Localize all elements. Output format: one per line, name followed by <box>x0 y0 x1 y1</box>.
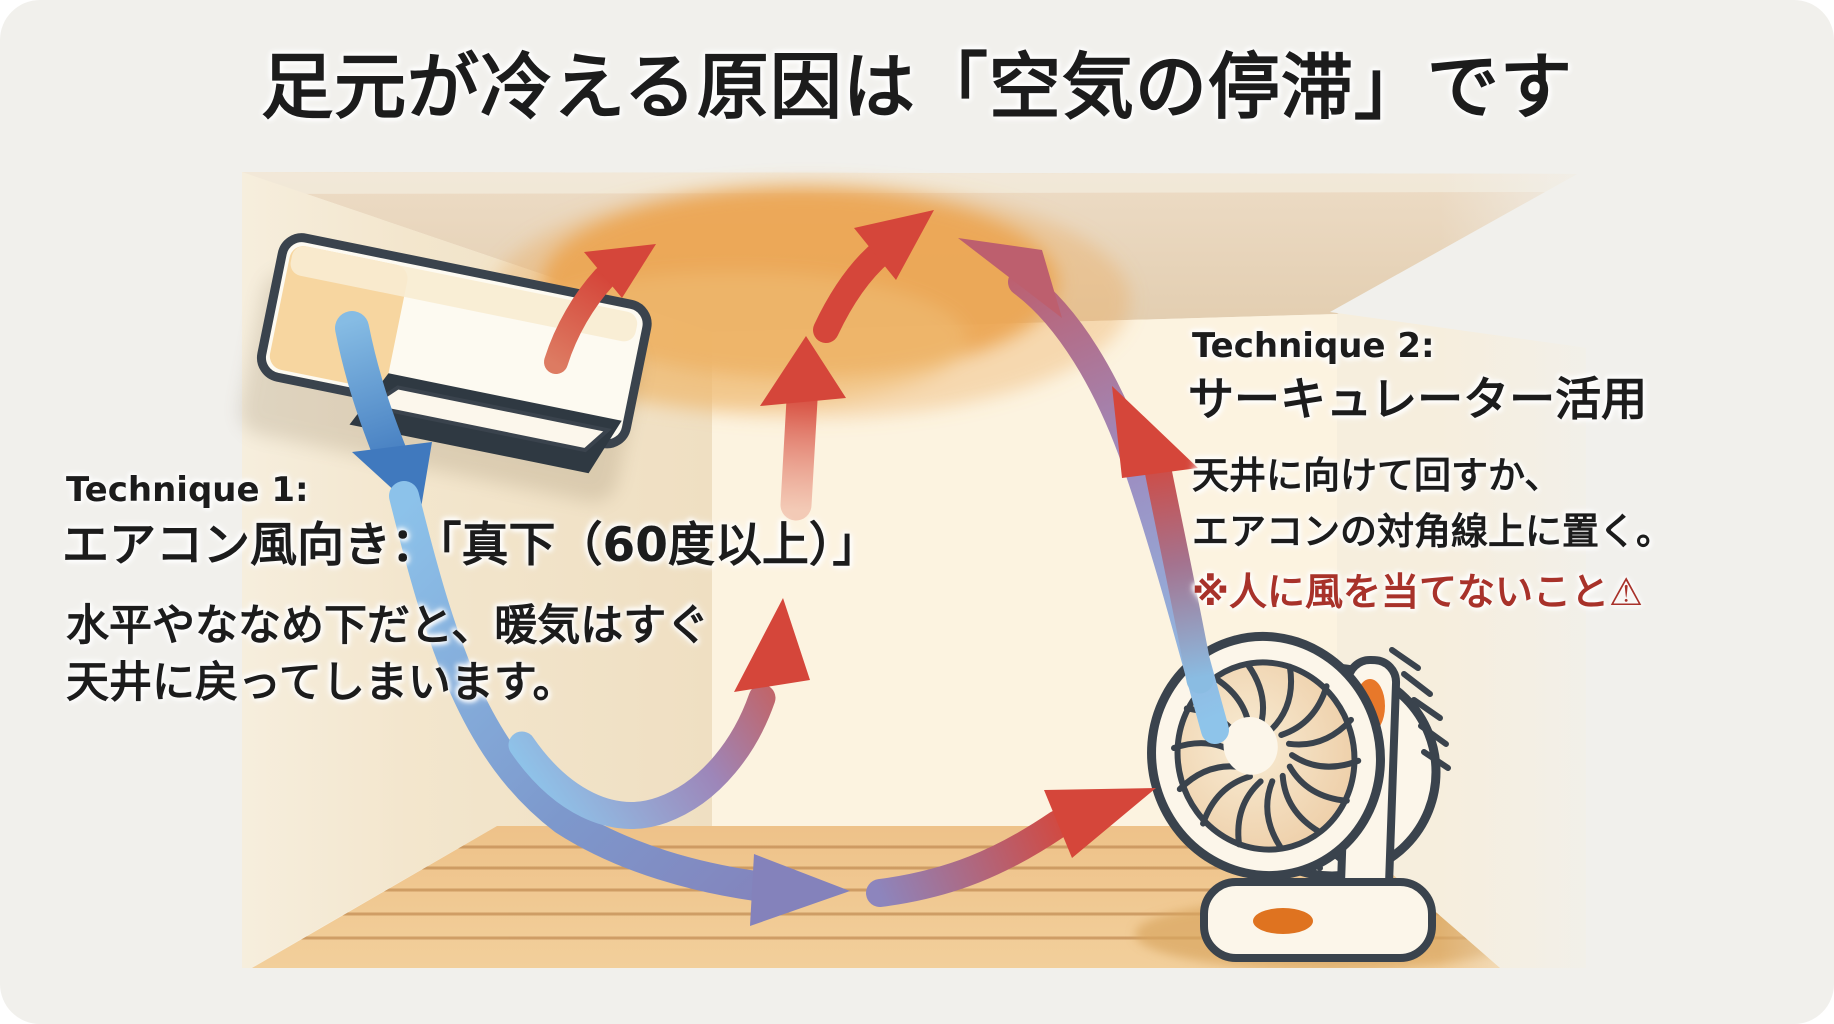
technique2-body-line1: 天井に向けて回すか、 <box>1192 454 1562 497</box>
technique2-body-line2: エアコンの対角線上に置く。 <box>1192 509 1673 553</box>
right-edge-fade <box>1440 160 1600 970</box>
ac-side-warm-arrow <box>544 244 656 374</box>
page-title: 足元が冷える原因は「空気の停滞」です <box>261 45 1573 129</box>
airflow-arrows <box>335 210 1229 926</box>
cool-air-floor-arrow <box>389 481 850 926</box>
fan-hub <box>1223 716 1278 775</box>
technique1-body: 水平やななめ下だと、暖気はすぐ 天井に戻ってしまいます。 <box>66 598 709 712</box>
technique2-label: Technique 2: <box>1192 326 1435 366</box>
technique1-label: Technique 1: <box>66 470 309 510</box>
technique1-body-line2: 天井に戻ってしまいます。 <box>66 657 576 708</box>
technique2-heading: サーキュレーター活用 <box>1188 372 1648 426</box>
technique2-body: 天井に向けて回すか、 エアコンの対角線上に置く。 <box>1192 448 1673 559</box>
ceiling-top-band <box>242 172 1586 194</box>
floor-to-fan-arrow <box>866 788 1156 907</box>
into-pool-curved-arrow <box>813 210 934 343</box>
warm-air-return-curve-arrow <box>508 598 810 829</box>
fan-rising-warm-arrow <box>1112 386 1214 694</box>
rising-warm-air-arrow <box>760 336 846 521</box>
technique1-heading: エアコン風向き：「真下（60度以上）」 <box>62 518 880 573</box>
fan-base-light <box>1253 908 1313 934</box>
fan-base <box>1200 878 1436 962</box>
technique2-warning: ※人に風を当てないこと⚠ <box>1192 570 1644 614</box>
technique1-body-line1: 水平やななめ下だと、暖気はすぐ <box>66 601 710 651</box>
